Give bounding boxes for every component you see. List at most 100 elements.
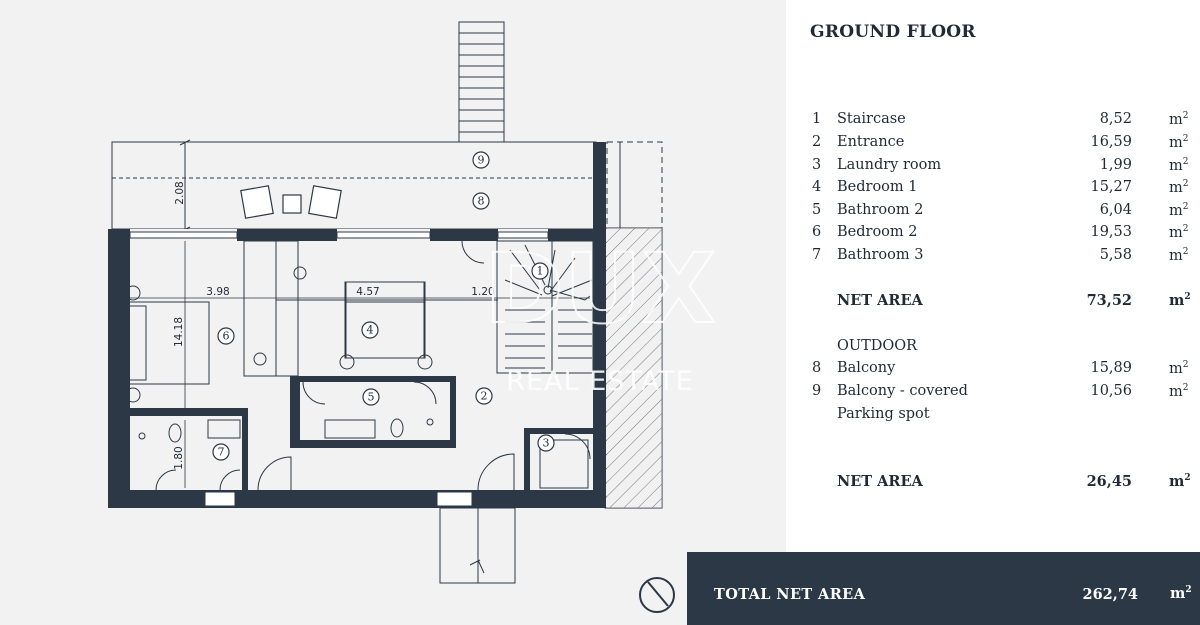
room-marker-label-8: 8 (478, 195, 485, 208)
dimension-1-20: 1.20 (471, 286, 494, 298)
room-area: 15,27 (1090, 179, 1132, 195)
net-area-value: 73,52 (1086, 292, 1132, 309)
interior-walls (130, 376, 596, 490)
room-unit: m2 (1169, 224, 1189, 241)
room-area: 6,04 (1099, 202, 1132, 218)
room-marker-label-3: 3 (543, 437, 550, 450)
room-marker-6 (217, 327, 235, 345)
room-name: Laundry room (837, 157, 942, 173)
room-marker-5 (362, 388, 380, 406)
total-net-area-unit: m2 (1170, 585, 1192, 602)
room-name: Staircase (837, 111, 906, 127)
net-area-label: NET AREA (837, 292, 923, 309)
compass-icon (639, 577, 675, 613)
outdoor-net-area-row: NET AREA 26,45 m2 (786, 473, 1200, 493)
room-marker-2 (475, 387, 493, 405)
outdoor-area: 15,89 (1090, 360, 1132, 376)
outdoor-net-area-unit: m2 (1169, 473, 1191, 490)
dimension-1-80: 1.80 (173, 446, 185, 469)
room-marker-4 (361, 321, 379, 339)
watermark-logo: DUX (484, 233, 716, 345)
area-schedule-panel: GROUND FLOOR 1 Staircase 8,52 m2 2 Entra… (786, 0, 1200, 625)
room-marker-label-1: 1 (537, 265, 544, 278)
outdoor-number: 8 (812, 360, 822, 376)
windows-bottom (204, 491, 473, 507)
room-marker-label-4: 4 (367, 324, 374, 337)
floor-plan-panel: 2.08 3.98 4.57 1.20 14.18 1.80 DUX REAL … (108, 21, 717, 613)
room-area: 16,59 (1090, 134, 1132, 150)
room-marker-9 (472, 151, 490, 169)
room-area: 1,99 (1099, 157, 1132, 173)
room-row: 4 Bedroom 1 15,27 m2 (786, 179, 1200, 199)
room-number: 3 (812, 157, 822, 173)
outdoor-area: 10,56 (1090, 383, 1132, 399)
room-marker-label-7: 7 (218, 446, 225, 459)
room-row: 5 Bathroom 2 6,04 m2 (786, 202, 1200, 222)
windows-top (129, 231, 549, 239)
room-name: Bathroom 2 (837, 202, 924, 218)
outdoor-row: 9 Balcony - covered 10,56 m2 (786, 383, 1200, 403)
room-unit: m2 (1169, 134, 1189, 151)
room-name: Bedroom 2 (837, 224, 918, 240)
dimension-2-08: 2.08 (174, 181, 186, 204)
net-area-row: NET AREA 73,52 m2 (786, 292, 1200, 312)
room-marker-labels: 9 8 1 4 6 2 5 3 7 (218, 154, 550, 459)
covered-area-outline (606, 141, 663, 229)
room-number: 4 (812, 179, 822, 195)
room-area: 5,58 (1099, 247, 1132, 263)
room-row: 6 Bedroom 2 19,53 m2 (786, 224, 1200, 244)
balcony-furniture (240, 185, 342, 219)
room-marker-3 (537, 434, 555, 452)
room-area: 19,53 (1090, 224, 1132, 240)
room-marker-1 (531, 262, 549, 280)
room-marker-label-6: 6 (223, 330, 230, 343)
total-net-area-value: 262,74 (1082, 586, 1139, 603)
watermark: DUX REAL ESTATE (483, 232, 717, 397)
outdoor-heading: OUTDOOR (837, 338, 918, 354)
floor-plan-drawing: 2.08 3.98 4.57 1.20 14.18 1.80 DUX REAL … (108, 21, 717, 613)
total-net-area-label: TOTAL NET AREA (714, 586, 866, 603)
bed-bedroom-2 (123, 285, 210, 403)
room-name: Bedroom 1 (837, 179, 918, 195)
outdoor-row: 8 Balcony 15,89 m2 (786, 360, 1200, 380)
room-marker-label-9: 9 (478, 154, 485, 167)
outdoor-name: Parking spot (837, 406, 930, 422)
outdoor-number: 9 (812, 383, 822, 399)
room-area: 8,52 (1099, 111, 1132, 127)
room-row: 2 Entrance 16,59 m2 (786, 134, 1200, 154)
outdoor-net-area-label: NET AREA (837, 473, 923, 490)
parking-hatch (604, 227, 663, 509)
room-unit: m2 (1169, 202, 1189, 219)
room-name: Bathroom 3 (837, 247, 924, 263)
dimension-labels: 2.08 3.98 4.57 1.20 14.18 1.80 (173, 181, 495, 469)
watermark-text: REAL ESTATE (506, 366, 693, 397)
outdoor-net-area-value: 26,45 (1086, 473, 1132, 490)
net-area-unit: m2 (1169, 292, 1191, 309)
floor-title: GROUND FLOOR (810, 22, 976, 42)
exterior-stair-top (458, 21, 505, 143)
exterior-stair-bottom (439, 507, 516, 584)
outdoor-unit: m2 (1169, 383, 1189, 400)
bathroom-fixtures (138, 266, 434, 491)
room-unit: m2 (1169, 179, 1189, 196)
room-row: 1 Staircase 8,52 m2 (786, 111, 1200, 131)
room-name: Entrance (837, 134, 905, 150)
bed-bedroom-1 (339, 301, 433, 370)
laundry-fixture (539, 439, 589, 489)
room-row: 7 Bathroom 3 5,58 m2 (786, 247, 1200, 267)
room-marker-label-5: 5 (368, 391, 375, 404)
room-number: 6 (812, 224, 822, 240)
measurement-lines (130, 241, 590, 488)
room-unit: m2 (1169, 157, 1189, 174)
dimension-14-18: 14.18 (173, 317, 185, 347)
interior-staircase (504, 244, 593, 369)
doors (257, 240, 591, 491)
room-number: 5 (812, 202, 822, 218)
room-number: 1 (812, 111, 822, 127)
outdoor-row: Parking spot (786, 406, 1200, 426)
room-number: 2 (812, 134, 822, 150)
room-marker-8 (472, 192, 490, 210)
room-markers (212, 151, 555, 461)
dimension-3-98: 3.98 (206, 286, 229, 298)
room-unit: m2 (1169, 247, 1189, 264)
